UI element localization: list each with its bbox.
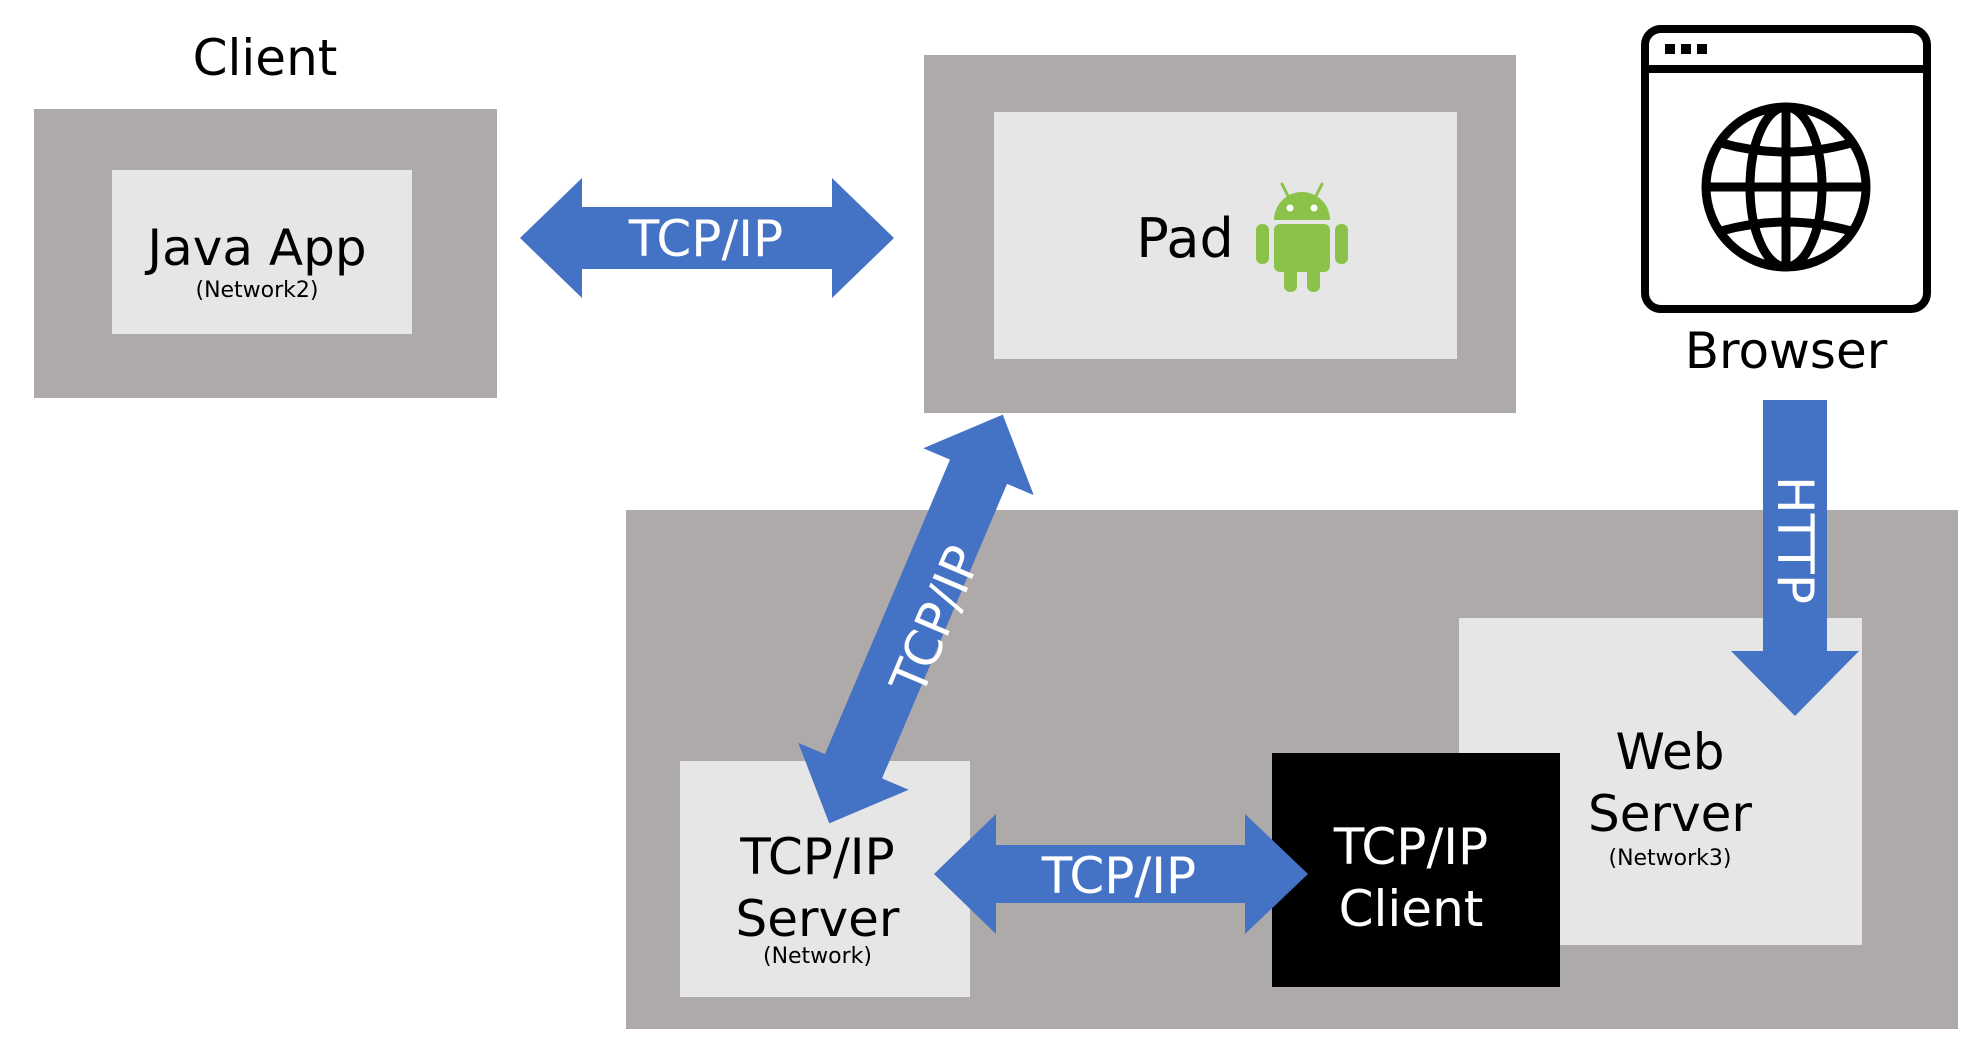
web-server-sub: (Network3) [1608,846,1732,871]
pad-label: Pad [1136,207,1234,270]
arrow-pad-server [798,414,1034,824]
tcp-server-line2: Server [735,890,900,948]
arrow-browser-web [1731,400,1859,716]
client-title: Client [192,29,338,87]
web-server-line2: Server [1588,785,1752,843]
java-app-label: Java App [147,219,367,277]
java-app-box[interactable] [112,170,412,334]
label-server-client: TCP/IP [1041,847,1197,905]
tcp-client-line2: Client [1338,880,1484,938]
tcp-server-sub: (Network) [762,944,873,969]
browser-label: Browser [1684,322,1888,380]
browser-globe-icon [1641,25,1931,313]
tcp-server-line1: TCP/IP [740,828,895,886]
web-server-line1: Web [1615,723,1725,781]
arrow-server-client [934,814,1308,934]
label-browser-web: HTTP [1766,476,1824,604]
tcp-client-line1: TCP/IP [1333,818,1489,876]
label-client-pad: TCP/IP [628,210,784,268]
android-icon [1256,182,1348,292]
java-app-sub: (Network2) [195,278,319,303]
pad-box[interactable] [994,112,1457,359]
tcp-client-box[interactable] [1272,753,1560,987]
arrow-client-pad [520,178,894,298]
